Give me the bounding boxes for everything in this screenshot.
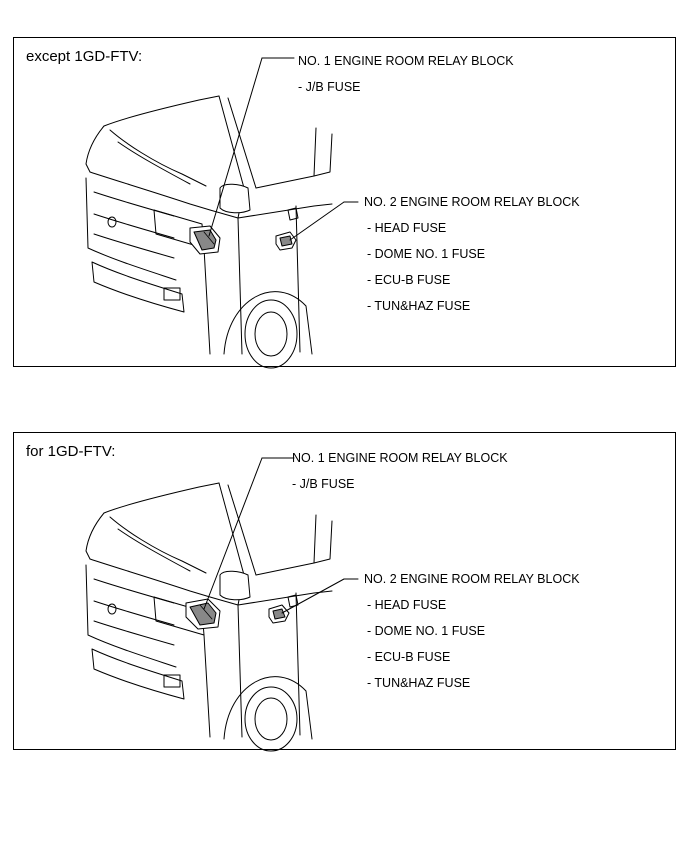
relay-block-2-title: NO. 2 ENGINE ROOM RELAY BLOCK	[364, 195, 580, 209]
diagram-panel-for-1gd-ftv: for 1GD-FTV: NO. 1 ENGINE ROOM RELAY BLO…	[13, 432, 676, 752]
relay-block-2-fuse: - HEAD FUSE	[367, 598, 447, 612]
relay-block-2-fuse: - TUN&HAZ FUSE	[367, 299, 471, 313]
relay-block-2-fuse: - ECU-B FUSE	[367, 273, 451, 287]
relay-block-2-title: NO. 2 ENGINE ROOM RELAY BLOCK	[364, 572, 580, 586]
relay-block-1-fuse: - J/B FUSE	[292, 477, 355, 491]
van-front-illustration	[85, 57, 359, 369]
diagram-panel-except-1gd-ftv: except 1GD-FTV: NO. 1 ENGINE ROOM RELAY …	[13, 37, 676, 369]
relay-block-2-fuse: - HEAD FUSE	[367, 221, 447, 235]
relay-block-2-fuse: - DOME NO. 1 FUSE	[367, 247, 486, 261]
relay-block-1-title: NO. 1 ENGINE ROOM RELAY BLOCK	[298, 54, 514, 68]
panel-title: for 1GD-FTV:	[26, 443, 116, 460]
panel-title: except 1GD-FTV:	[26, 48, 143, 65]
relay-block-2-fuse: - DOME NO. 1 FUSE	[367, 624, 486, 638]
van-front-illustration	[85, 457, 359, 752]
relay-block-2-fuse: - TUN&HAZ FUSE	[367, 676, 471, 690]
relay-block-1-fuse: - J/B FUSE	[298, 80, 361, 94]
relay-block-2-fuse: - ECU-B FUSE	[367, 650, 451, 664]
relay-block-1-title: NO. 1 ENGINE ROOM RELAY BLOCK	[292, 451, 508, 465]
